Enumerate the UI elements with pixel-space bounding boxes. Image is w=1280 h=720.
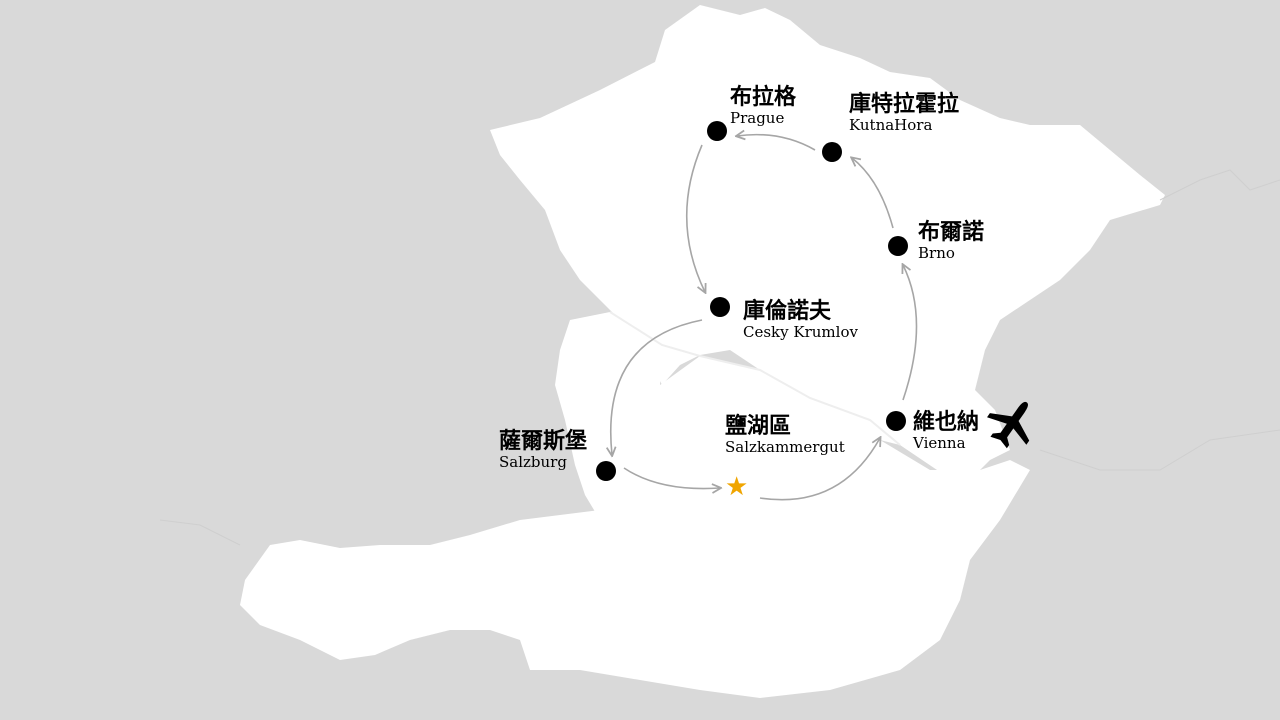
city-name-zh: 維也納: [913, 409, 980, 435]
neighbour-border-east: [1039, 429, 1280, 471]
route-salzburg-salzkammergut: [623, 467, 720, 489]
neighbour-border-north-east: [1159, 169, 1280, 201]
city-dot: [596, 461, 616, 481]
city-name-en: KutnaHora: [849, 116, 933, 134]
city-dot: [888, 236, 908, 256]
city-name-en: Salzburg: [499, 453, 567, 471]
austria-landmass: [240, 312, 1030, 698]
city-name-zh: 庫倫諾夫: [743, 298, 832, 324]
airplane-icon: [987, 401, 1030, 449]
city-name-zh: 庫特拉霍拉: [849, 91, 960, 117]
route-prague-krumlov: [685, 144, 705, 292]
city-name-zh: 薩爾斯堡: [499, 428, 588, 454]
route-salzkammergut-vienna: [759, 438, 880, 501]
country-border: [609, 311, 901, 446]
route-kutnahora-prague: [737, 135, 816, 151]
city-name-en: Prague: [730, 109, 785, 127]
city-dot: [822, 142, 842, 162]
route-vienna-brno: [903, 265, 918, 401]
city-name-en: Vienna: [913, 434, 966, 452]
city-name-zh: 布爾諾: [918, 219, 985, 245]
star-icon: ★: [725, 472, 749, 502]
city-dot: [707, 121, 727, 141]
city-dot: [710, 297, 730, 317]
city-name-en: Brno: [918, 244, 955, 262]
city-name-en: Salzkammergut: [725, 438, 845, 456]
city-name-zh: 布拉格: [730, 84, 797, 110]
city-name-en: Cesky Krumlov: [743, 323, 858, 341]
neighbour-border-west: [159, 519, 241, 546]
route-krumlov-salzburg: [611, 319, 703, 455]
route-brno-kutnahora: [852, 158, 894, 229]
city-dot: [886, 411, 906, 431]
city-name-zh: 鹽湖區: [725, 413, 792, 439]
